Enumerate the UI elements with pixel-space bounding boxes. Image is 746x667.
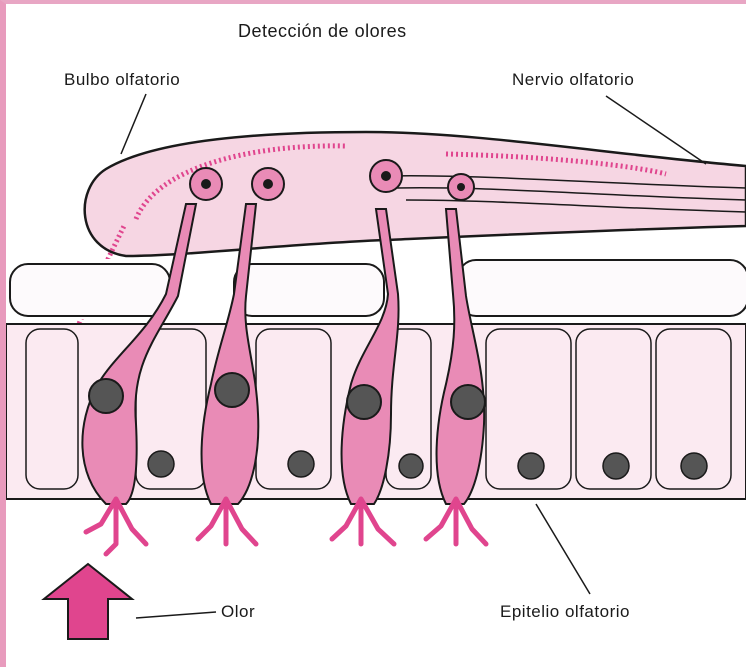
bone-block-2 <box>234 264 384 316</box>
diagram-title: Detección de olores <box>238 21 407 42</box>
bone-block-1 <box>10 264 170 316</box>
bone-block-3 <box>458 260 746 316</box>
label-bulbo-olfatorio: Bulbo olfatorio <box>64 70 180 90</box>
odor-arrow <box>44 564 132 639</box>
cilia <box>86 499 486 554</box>
label-epitelio-olfatorio: Epitelio olfatorio <box>500 602 630 622</box>
olfaction-illustration <box>6 4 746 667</box>
label-olor: Olor <box>221 602 255 622</box>
label-nervio-olfatorio: Nervio olfatorio <box>512 70 634 90</box>
